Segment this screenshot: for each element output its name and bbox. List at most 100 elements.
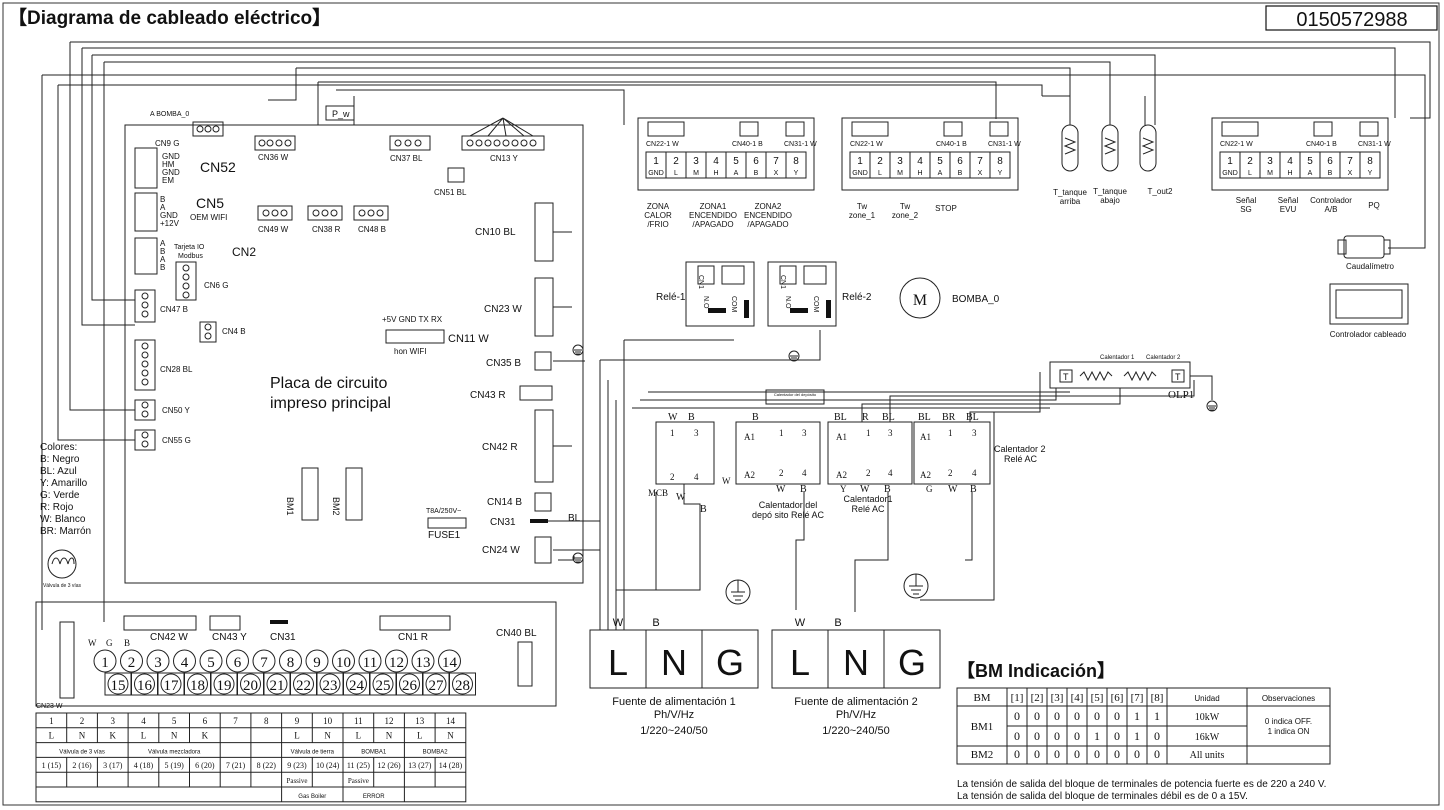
bottom-table-cell: L xyxy=(49,731,55,741)
main-board-outline xyxy=(124,124,584,584)
tw-label-2a: Tw xyxy=(900,202,910,211)
terminal-28: 28 xyxy=(455,678,470,694)
relay-1-com: COM xyxy=(730,296,737,313)
cn52-pin-1: GND xyxy=(162,152,180,161)
cn28-group: CN28 BL xyxy=(134,339,193,391)
terminal-pin: Y xyxy=(794,170,799,177)
bm-value: 1 xyxy=(1154,709,1160,723)
terminal-num: 5 xyxy=(733,156,739,167)
cn4-label: CN4 B xyxy=(222,327,246,336)
terminal-21: 21 xyxy=(270,678,285,694)
terminal-7: 7 xyxy=(260,655,268,671)
terminal-18: 18 xyxy=(190,678,205,694)
power1-wire-b: B xyxy=(652,617,659,629)
mcb-w-top: W xyxy=(668,412,678,423)
terminal-pin: M xyxy=(1267,170,1273,177)
terminal-pin: GND xyxy=(1222,170,1238,177)
pump-bomba0: M BOMBA_0 xyxy=(899,277,1000,319)
temperature-sensors: T_tanque arriba T_tanque abajo T_out2 xyxy=(1053,96,1173,206)
power2-terminal-N: N xyxy=(843,642,869,683)
terminal-num: 7 xyxy=(1347,156,1353,167)
bottom-table-group: Válvula de 3 vías xyxy=(59,749,105,755)
h2-w-bottom: W xyxy=(948,484,958,495)
cn5-label: CN5 xyxy=(196,195,224,211)
olp1-label: OLP1 xyxy=(1168,389,1194,401)
terminal-15: 15 xyxy=(111,678,126,694)
tank-b-top: B xyxy=(752,412,759,423)
bm-obs-1: 0 indica OFF. xyxy=(1265,717,1312,726)
mcb-w-bottom: W xyxy=(676,492,686,503)
terminal-23: 23 xyxy=(323,678,338,694)
bm-title: 【BM Indicación】 xyxy=(957,661,1115,681)
drawing-code: 0150572988 xyxy=(1296,9,1407,31)
terminal-pin: X xyxy=(1348,170,1353,177)
right-label-4: PQ xyxy=(1368,201,1380,210)
tarjeta-io-label: Tarjeta IO xyxy=(174,244,205,251)
terminal-pin: B xyxy=(1328,170,1333,177)
bm-header-cell: [5] xyxy=(1091,692,1104,704)
terminal-pin: A xyxy=(938,170,943,177)
bottom-table-cell: 2 (16) xyxy=(72,761,92,770)
pw-group: P_w xyxy=(325,105,355,121)
h1-pin-2: 2 xyxy=(866,468,871,478)
h2-br-top: BR xyxy=(942,412,956,423)
bottom-table-cell: 14 (28) xyxy=(439,761,463,770)
h2-a2: A2 xyxy=(920,470,931,480)
tank-pin-4: 4 xyxy=(802,468,807,478)
bm-value: 0 xyxy=(1054,747,1060,761)
bm-header-cell: [4] xyxy=(1071,692,1084,704)
bm-value: 0 xyxy=(1154,729,1160,743)
h2-pin-3: 3 xyxy=(972,428,977,438)
bottom-table-cell: 3 (17) xyxy=(103,761,123,770)
terminal-num: 5 xyxy=(1307,156,1313,167)
power2-wire-w: W xyxy=(795,617,806,629)
tank-a1: A1 xyxy=(744,432,755,442)
bottom-table-cell: Passive xyxy=(286,777,307,785)
pw-label: P_w xyxy=(332,109,350,119)
bottom-table-cell: 6 xyxy=(203,716,208,726)
terminal-11: 11 xyxy=(363,655,377,671)
cn47-group: CN47 B xyxy=(134,289,188,323)
bottom-table-cell: 8 (22) xyxy=(257,761,277,770)
right-label-2a: Señal xyxy=(1278,196,1299,205)
fuse-group: T8A/250V~ FUSE1 xyxy=(426,508,467,541)
color-legend-br: BR: Marrón xyxy=(40,526,91,537)
zone-label-2b: ENCENDIDO xyxy=(689,211,737,220)
relay-2-label: Relé-2 xyxy=(842,292,872,303)
terminal-3: 3 xyxy=(154,655,162,671)
bottom-table-cell: L xyxy=(141,731,147,741)
sensor-t-tanque-abajo: T_tanque abajo xyxy=(1093,124,1127,205)
power1-label-3: 1/220~240/50 xyxy=(640,725,708,737)
bm-header-cell: [6] xyxy=(1111,692,1124,704)
sensor-2-line-2: abajo xyxy=(1100,196,1120,205)
relay-1-no: N.O xyxy=(702,296,709,309)
bottom-table-cell: 12 (26) xyxy=(377,761,401,770)
relay-2: CN1 N.O COM Relé-2 xyxy=(767,261,872,327)
right-label-3a: Controlador xyxy=(1310,196,1352,205)
pump-label: BOMBA_0 xyxy=(952,294,1000,305)
cn51-label: CN51 BL xyxy=(434,188,467,197)
h1-a1: A1 xyxy=(836,432,847,442)
h2-pin-2: 2 xyxy=(948,468,953,478)
bm-value: 0 xyxy=(1094,747,1100,761)
terminal-1: 1 xyxy=(101,655,109,671)
cn14-label: CN14 B xyxy=(487,497,522,508)
valve-label: Válvula de 3 vías xyxy=(43,583,82,589)
terminal-14: 14 xyxy=(442,655,458,671)
terminal-block-2-top-3: CN31-1 W xyxy=(988,141,1021,148)
bm-row-name: BM2 xyxy=(971,749,994,761)
h2-b-bottom: B xyxy=(970,484,977,495)
bottom-table-cell: 11 (25) xyxy=(347,761,370,770)
cn37-label: CN37 BL xyxy=(390,154,423,163)
cn11-label: CN11 W xyxy=(448,333,489,345)
cn31-group: CN31 BL xyxy=(490,513,600,528)
bm-header-cell: [2] xyxy=(1031,692,1044,704)
tw-label-3: STOP xyxy=(935,204,957,213)
bottom-table-cell: 8 xyxy=(264,716,269,726)
cn2-label: CN2 xyxy=(232,245,256,259)
cn48-group: CN48 B xyxy=(353,205,389,234)
